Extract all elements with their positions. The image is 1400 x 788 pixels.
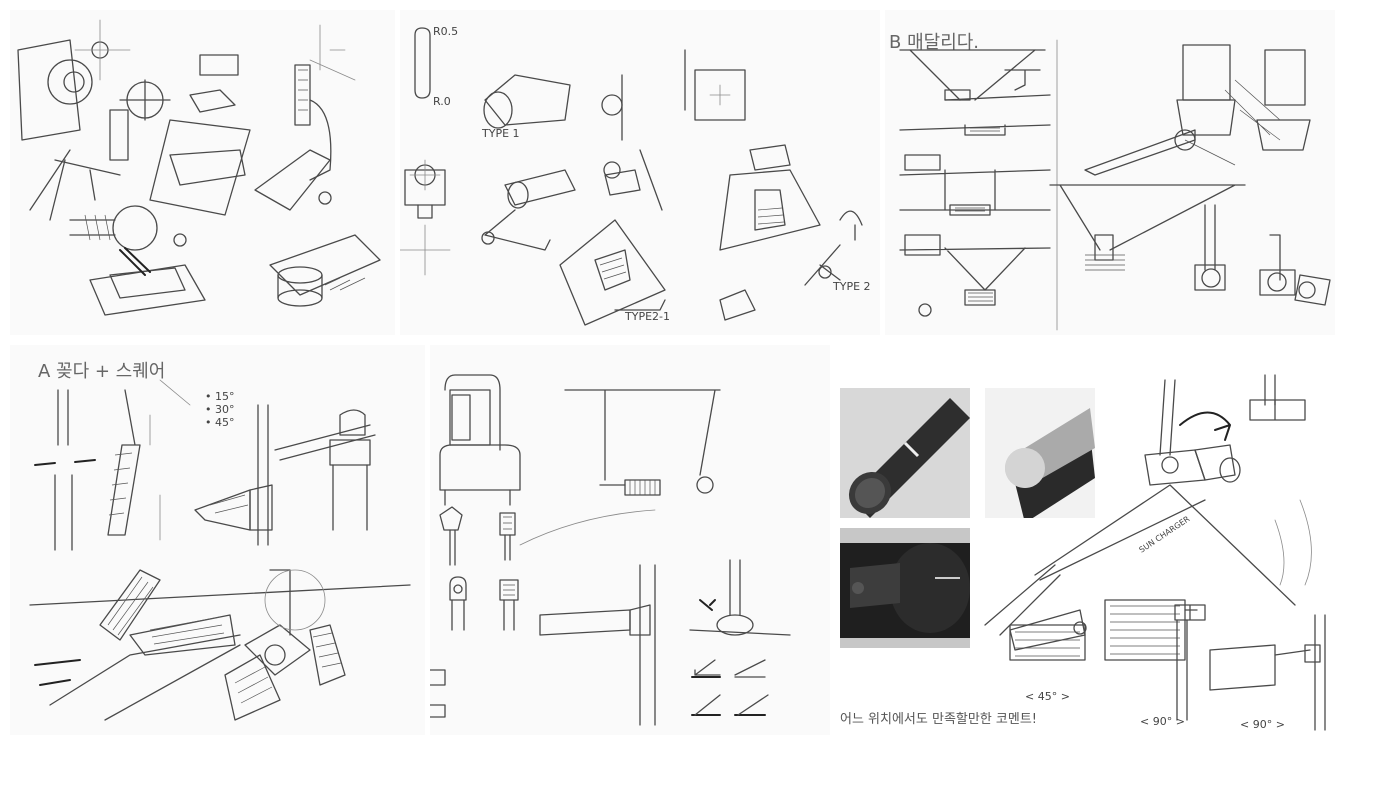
sketch-bottom-right-drawing: [984, 374, 1326, 731]
sketch-panel-top-right: B 매달리다.: [885, 10, 1335, 335]
sketch-panel-bottom-middle: [430, 345, 830, 735]
photo-cylinder-ring-graphic: [840, 388, 970, 518]
product-photo-cylinder-ring: [840, 388, 970, 518]
sketch-bottom-middle-drawing: [430, 374, 791, 726]
product-photo-cylinder-cradle: [985, 388, 1095, 518]
sketch-top-right-drawing: [899, 39, 1331, 331]
sketch-bottom-left-drawing: [29, 379, 411, 721]
photo-dark-device-graphic: [840, 528, 970, 648]
caption-bottom-right: 어느 위치에서도 만족할만한 코멘트!: [840, 712, 1038, 727]
label-angle-45: < 45° >: [1025, 690, 1070, 703]
photo-cylinder-cradle-graphic: [985, 388, 1095, 518]
heading-b: B 매달리다.: [889, 32, 980, 53]
label-type2: TYPE 2: [833, 280, 871, 293]
sketch-panel-bottom-right: SUN CHARGER < 45° > < 90° > < 90° > 어느 위…: [835, 370, 1340, 735]
heading-a: A 꽂다 + 스퀘어: [38, 361, 166, 382]
label-type2-1: TYPE2-1: [625, 310, 670, 323]
label-angle-lower-2: < 90° >: [1240, 718, 1285, 731]
sketch-top-middle-drawing: [400, 27, 863, 326]
label-r-top: R0.5: [433, 25, 459, 38]
label-type1: TYPE 1: [482, 127, 520, 140]
label-angle-lower: < 90° >: [1140, 715, 1185, 728]
sketch-panel-bottom-left: A 꽂다 + 스퀘어 • 15° • 30° • 45°: [10, 345, 425, 735]
label-r-bottom: R.0: [433, 95, 451, 108]
sketch-panel-top-left: [10, 10, 395, 335]
product-photo-dark-device: [840, 528, 970, 648]
sketch-top-left-drawing: [17, 19, 381, 316]
sketch-panel-top-middle: R0.5 R.0 TYPE 1 TYPE 2 TYPE2-1: [400, 10, 880, 335]
label-angles: • 15° • 30° • 45°: [205, 390, 235, 429]
